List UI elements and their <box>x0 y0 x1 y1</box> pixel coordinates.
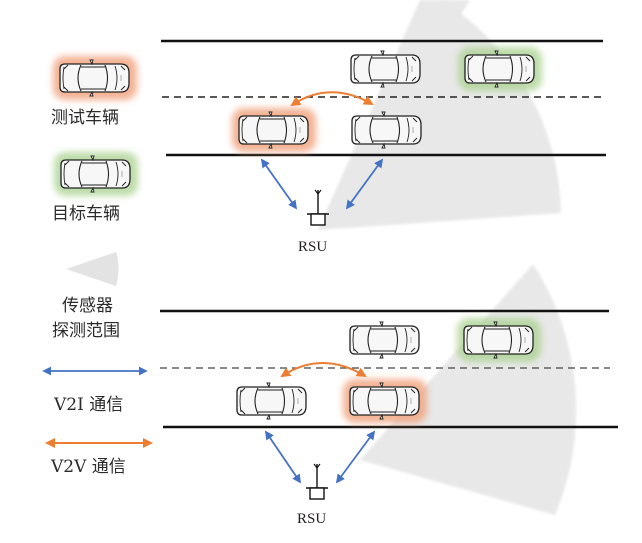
rsu-label: RSU <box>297 511 327 527</box>
legend-target-vehicle-icon <box>54 152 138 196</box>
legend-target-vehicle-label: 目标车辆 <box>52 204 120 224</box>
v2i-arrow <box>335 430 376 484</box>
rsu-antenna-icon <box>305 463 329 500</box>
legend-sensor-range-label-line2: 探测范围 <box>52 321 120 341</box>
vehicle-other <box>349 321 420 359</box>
v2i-arrow <box>260 158 298 210</box>
v2i-arrow <box>345 158 384 210</box>
rsu-label: RSU <box>298 239 328 255</box>
scene-2 <box>160 264 618 515</box>
legend-v2i-label: V2I 通信 <box>54 395 124 415</box>
legend-test-vehicle-label: 测试车辆 <box>51 108 119 128</box>
vehicle-target <box>458 47 542 91</box>
vehicle-target <box>457 318 541 362</box>
scene-1 <box>161 0 606 230</box>
vehicle-other <box>351 111 422 149</box>
legend-sensor-range-label-line1: 传感器 <box>62 296 113 316</box>
legend-sensor-range-icon <box>66 252 119 286</box>
vehicle-test <box>232 108 316 152</box>
v2v-arrow <box>290 91 374 107</box>
legend-v2v-label: V2V 通信 <box>51 457 126 477</box>
v2i-arrow <box>264 430 302 484</box>
legend <box>42 56 153 448</box>
vehicle-other <box>350 50 421 88</box>
vehicle-test <box>343 379 427 423</box>
legend-test-vehicle-icon <box>53 56 137 100</box>
vehicle-other <box>236 382 307 420</box>
v2v-arrow <box>280 362 367 378</box>
